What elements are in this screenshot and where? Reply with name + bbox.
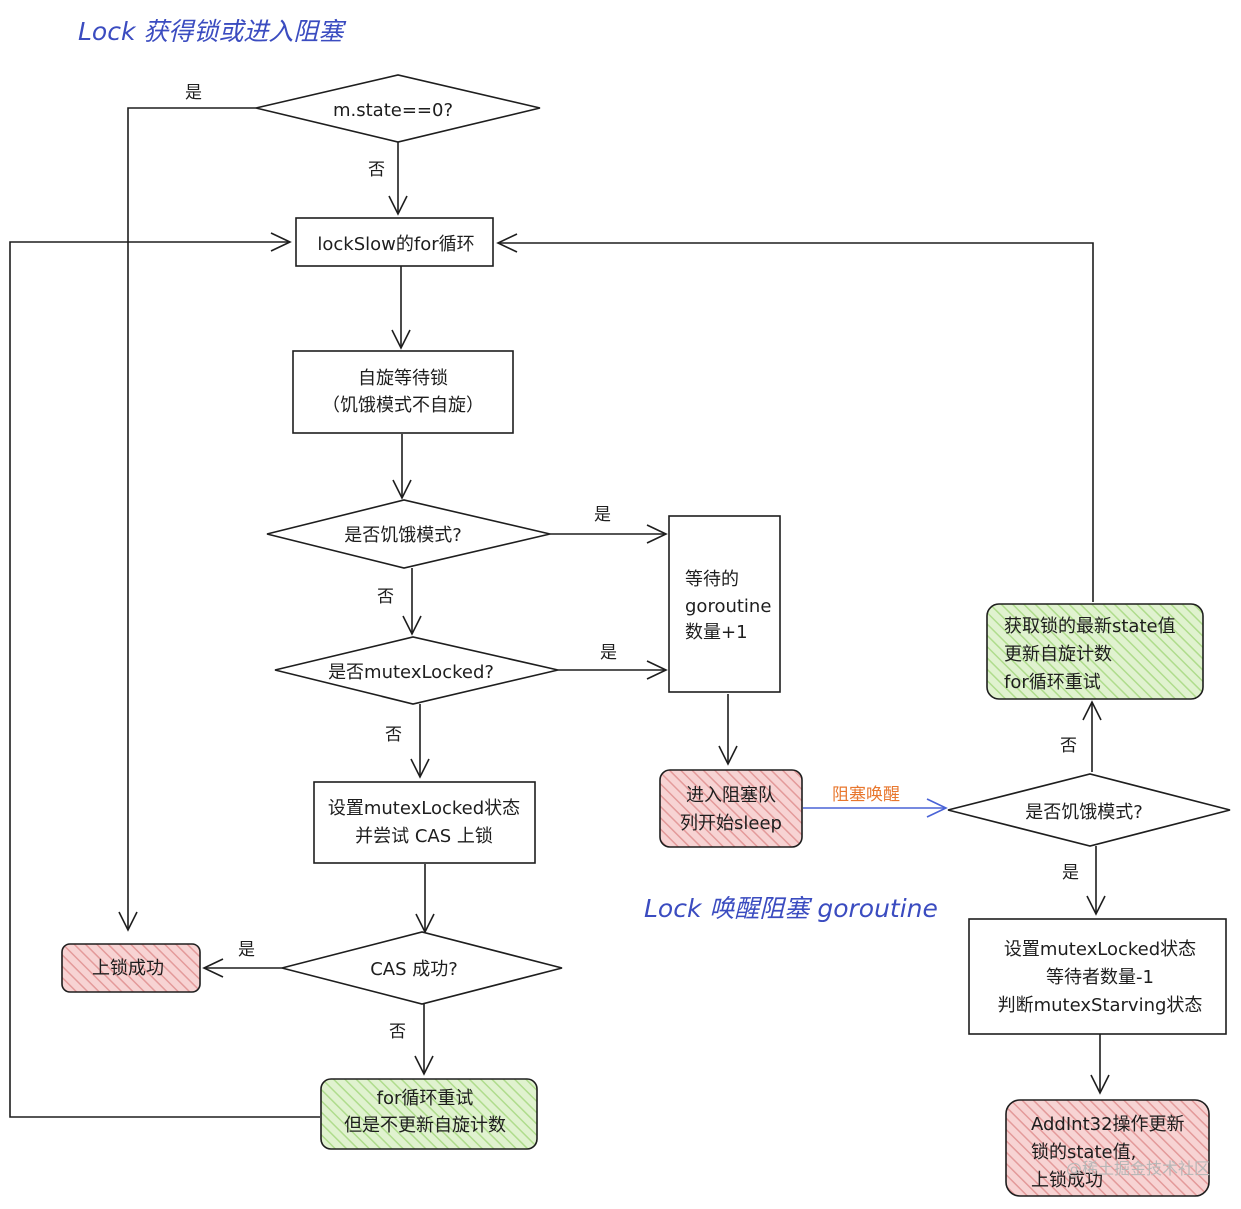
edge-label-starving-no: 否 (377, 587, 394, 607)
edge-retry-loop (9, 241, 320, 1118)
arrowhead-icon (118, 911, 138, 932)
edge-label-cas-yes: 是 (238, 940, 255, 960)
node-set-locked-line2: 并尝试 CAS 上锁 (355, 826, 493, 847)
node-for-loop-label: lockSlow的for循环 (317, 234, 474, 255)
arrowhead-icon (410, 758, 430, 779)
edge-refresh-loop (498, 242, 1094, 602)
node-locked-check-label: 是否mutexLocked? (328, 662, 494, 683)
node-block-queue-line1: 进入阻塞队 (686, 785, 776, 806)
watermark: @稀土掘金技术社区 (1066, 1159, 1210, 1178)
edge-label-wake-yes: 是 (1062, 863, 1079, 883)
node-refresh-state-line3: for循环重试 (1004, 672, 1101, 693)
arrowhead-icon (202, 958, 224, 978)
arrowhead-icon (1082, 700, 1102, 721)
node-addint32-line1: AddInt32操作更新 (1031, 1114, 1185, 1135)
arrowhead-icon (646, 524, 668, 544)
node-retry-no-spin-line2: 但是不更新自旋计数 (344, 1115, 506, 1136)
arrowhead-icon (392, 479, 412, 500)
node-wake-starving-check: 是否饥饿模式? (947, 773, 1231, 847)
node-set-locked-starving-line1: 设置mutexLocked状态 (1004, 939, 1196, 960)
node-waiter-count-line1: 等待的 (685, 569, 739, 590)
edge-label-starving-yes: 是 (594, 505, 611, 525)
arrowhead-icon (270, 232, 292, 252)
arrowhead-icon (718, 745, 738, 766)
edge-state-yes (127, 107, 256, 928)
node-addint32-line3: 上锁成功 (1031, 1170, 1103, 1191)
node-lock-success-label: 上锁成功 (92, 958, 164, 979)
node-waiter-count-line3: 数量+1 (685, 622, 748, 643)
edge-label-locked-yes: 是 (600, 643, 617, 663)
node-wake-starving-check-label: 是否饥饿模式? (1025, 802, 1143, 823)
node-state-check: m.state==0? (255, 74, 541, 143)
arrowhead-icon (646, 660, 668, 680)
node-refresh-state-line1: 获取锁的最新state值 (1004, 616, 1176, 637)
edge-label-state-yes: 是 (185, 83, 202, 103)
node-for-loop: lockSlow的for循环 (295, 217, 494, 267)
title-lock-wake: Lock 唤醒阻塞 goroutine (644, 894, 938, 923)
node-block-queue-line2: 列开始sleep (680, 813, 782, 834)
node-locked-check: 是否mutexLocked? (274, 636, 559, 705)
node-waiter-count: 等待的 goroutine 数量+1 (668, 515, 781, 693)
node-refresh-state: 获取锁的最新state值 更新自旋计数 for循环重试 (986, 603, 1204, 700)
node-cas-check-label: CAS 成功? (370, 959, 458, 980)
arrowhead-icon (388, 195, 408, 216)
arrowhead-icon (496, 233, 518, 253)
node-spin-wait-line2: （饥饿模式不自旋） (322, 395, 484, 416)
node-starving-check: 是否饥饿模式? (266, 499, 551, 569)
arrowhead-icon (414, 1055, 434, 1076)
node-spin-wait: 自旋等待锁 （饥饿模式不自旋） (292, 350, 514, 434)
node-state-check-label: m.state==0? (333, 100, 453, 121)
node-set-locked: 设置mutexLocked状态 并尝试 CAS 上锁 (313, 781, 536, 864)
edge-label-locked-no: 否 (385, 725, 402, 745)
arrowhead-icon (926, 798, 948, 818)
arrowhead-icon (402, 615, 422, 636)
node-retry-no-spin-line1: for循环重试 (377, 1088, 474, 1109)
node-block-queue: 进入阻塞队 列开始sleep (659, 769, 803, 848)
edge-label-cas-no: 否 (389, 1022, 406, 1042)
node-addint32-line2: 锁的state值, (1031, 1142, 1136, 1163)
node-refresh-state-line2: 更新自旋计数 (1004, 644, 1112, 665)
node-waiter-count-line2: goroutine (685, 596, 771, 617)
node-set-locked-starving: 设置mutexLocked状态 等待者数量-1 判断mutexStarving状… (968, 918, 1227, 1035)
edge-label-wake-no: 否 (1060, 736, 1077, 756)
node-addint32: AddInt32操作更新 锁的state值, 上锁成功 (1005, 1099, 1210, 1197)
node-lock-success: 上锁成功 (61, 943, 201, 993)
node-retry-no-spin: for循环重试 但是不更新自旋计数 (320, 1078, 538, 1150)
title-lock-acquire: Lock 获得锁或进入阻塞 (78, 17, 346, 46)
arrowhead-icon (1086, 895, 1106, 916)
edge-label-state-no: 否 (368, 160, 385, 180)
edge-label-wake: 阻塞唤醒 (832, 785, 900, 805)
node-starving-check-label: 是否饥饿模式? (344, 525, 462, 546)
arrowhead-icon (1090, 1074, 1110, 1095)
node-set-locked-starving-line3: 判断mutexStarving状态 (998, 995, 1203, 1016)
node-spin-wait-line1: 自旋等待锁 (358, 368, 448, 389)
node-set-locked-starving-line2: 等待者数量-1 (1046, 967, 1154, 988)
node-cas-check: CAS 成功? (281, 931, 563, 1005)
arrowhead-icon (391, 329, 411, 350)
node-set-locked-line1: 设置mutexLocked状态 (328, 798, 520, 819)
